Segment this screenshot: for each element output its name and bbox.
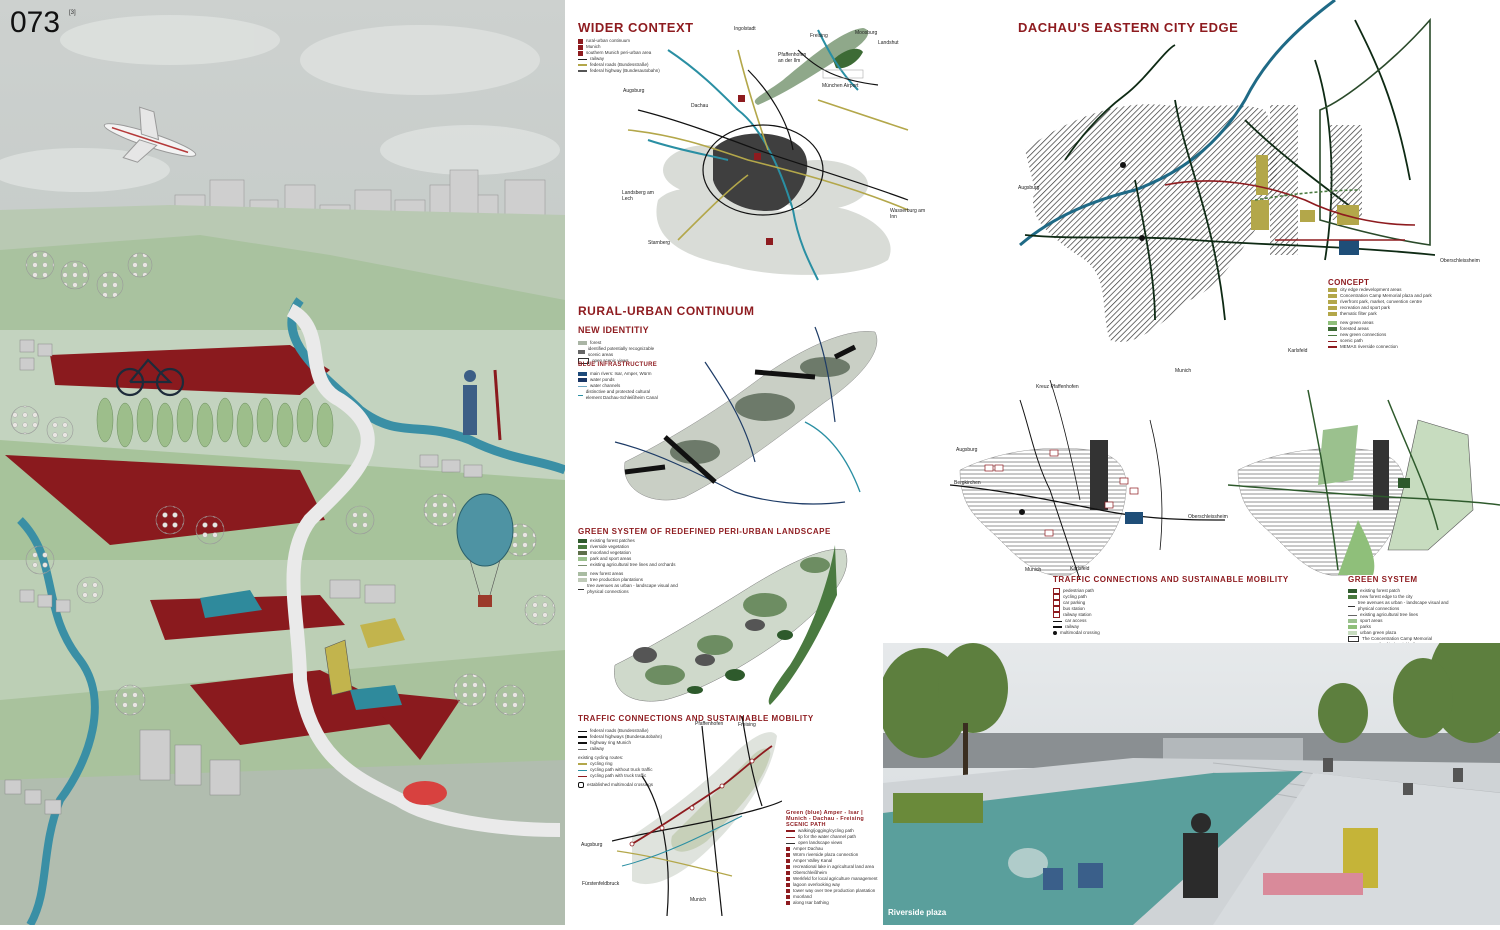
traffic-right-legend: pedestrian path cycling path car parking… [1053,588,1143,636]
traffic-right-title: TRAFFIC CONNECTIONS AND SUSTAINABLE MOBI… [1053,575,1289,584]
landscape-illustration [0,0,567,927]
traffic-left-title: TRAFFIC CONNECTIONS AND SUSTAINABLE MOBI… [578,714,814,723]
traffic-right-map [950,380,1225,580]
new-identity-legend: forest identified potentially recognizab… [578,340,658,364]
rural-urban-title: RURAL-URBAN CONTINUUM [578,304,755,318]
rural-urban-map [614,326,878,505]
traffic-left-map [612,716,782,916]
dachau-edge-title: DACHAU'S EASTERN CITY EDGE [1018,20,1239,35]
riverside-plaza-render [878,623,1500,925]
wider-context-legend: rural-urban continuum Munich southern Mu… [578,38,668,74]
wider-context-map [627,28,909,281]
green-system-peri-legend: existing forest patches riverside vegeta… [578,538,678,595]
render-caption: Riverside plaza [888,908,947,917]
green-system-right-title: GREEN SYSTEM [1348,575,1418,584]
traffic-left-legend: federal roads (Bundesstraße) federal hig… [578,728,663,788]
board-number: 073 [10,6,61,39]
scenic-path-block: Green (blue) Amper - Isar | Munich - Dac… [786,810,878,905]
wider-context-title: WIDER CONTEXT [578,20,694,35]
green-system-peri-title: GREEN SYSTEM OF REDEFINED PERI-URBAN LAN… [578,527,831,536]
board-superscript: [3] [69,10,76,16]
green-system-right-legend: existing forest patch new forest edge to… [1348,588,1458,648]
blue-infra-legend: main rivers: Isar, Amper, Würm water pon… [578,371,658,401]
dachau-edge-map [1019,0,1435,342]
new-identity-heading: NEW IDENTITIY [578,325,649,335]
green-system-right-map [1228,389,1500,577]
green-system-peri-map [614,545,848,705]
concept-legend: CONCEPT city edge redevelopment areas Co… [1328,278,1432,349]
blue-infra-heading: BLUE INFRASTRUCTURE [578,362,658,368]
